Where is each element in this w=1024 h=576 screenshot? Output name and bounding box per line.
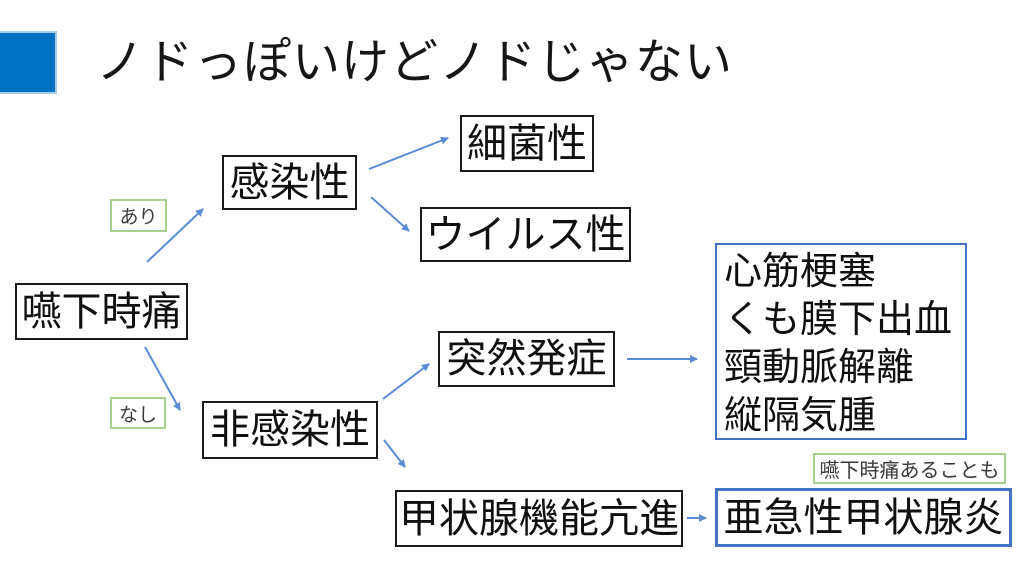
node-infectious: 感染性 [222,155,357,210]
node-subacute-thyroiditis: 亜急性甲状腺炎 [715,488,1012,547]
cause-carotid-dissection: 頸動脈解離 [724,345,915,389]
tag-absent: なし [110,397,166,429]
box-sudden-onset-causes: 心筋梗塞 くも膜下出血 頸動脈解離 縦隔気腫 [715,243,967,440]
arrow-noninfectious-to-sudden [382,363,430,400]
page-title: ノドっぽいけどノドじゃない [96,34,734,90]
cause-mediastinal-emphysema: 縦隔気腫 [724,393,877,437]
node-hyperthyroidism: 甲状腺機能亢進 [395,490,683,547]
node-sudden-onset: 突然発症 [438,331,615,387]
node-swallowing-pain: 嚥下時痛 [15,283,188,340]
arrow-infectious-to-bacterial [368,136,449,170]
title-block: ノドっぽいけどノドじゃない [0,0,1024,100]
node-viral: ウイルス性 [420,207,631,262]
tag-present: あり [110,199,167,232]
title-bullet-square [0,31,57,94]
node-bacterial: 細菌性 [460,115,594,172]
node-non-infectious: 非感染性 [202,401,378,459]
cause-subarachnoid-hemorrhage: くも膜下出血 [724,297,953,341]
cause-myocardial-infarction: 心筋梗塞 [724,249,877,293]
arrow-noninfectious-to-hyper [383,439,406,468]
tag-swallowing-pain-note: 嚥下時痛あることも [813,453,1006,484]
arrow-infectious-to-viral [370,196,410,232]
